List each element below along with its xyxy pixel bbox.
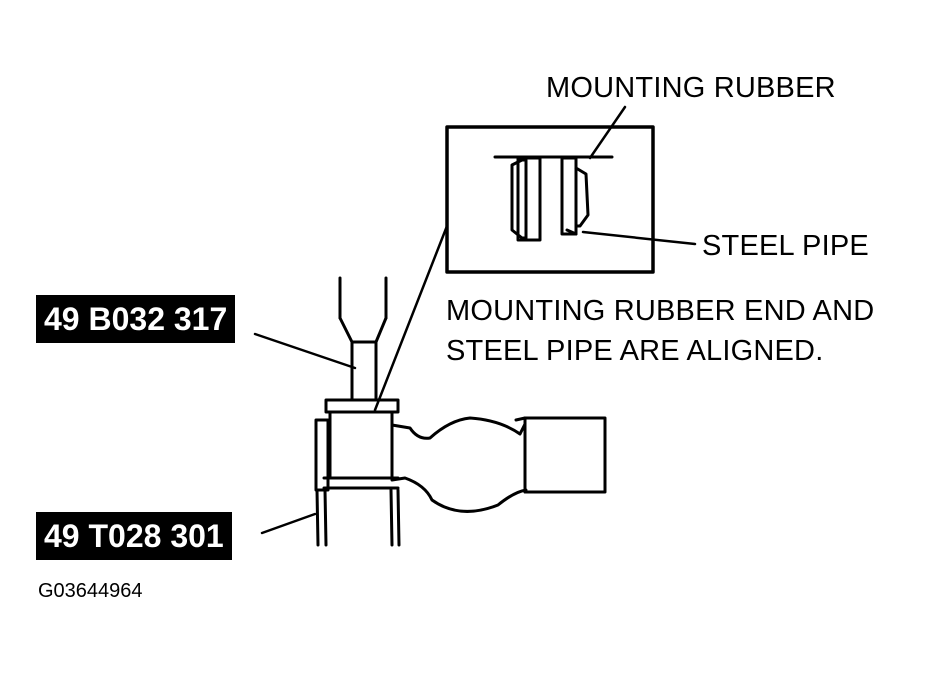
note-line-1: MOUNTING RUBBER END AND: [446, 295, 875, 327]
arm-lower-contour: [390, 476, 528, 513]
callout-mounting-rubber: MOUNTING RUBBER: [546, 72, 836, 104]
upper-tool-taper: [338, 316, 388, 402]
detail-inset-box: [445, 125, 655, 274]
tool-tag-upper: 49 B032 317: [36, 295, 236, 343]
tool-tag-lower: 49 T028 301: [36, 512, 232, 560]
lower-tool-left-leg: [314, 418, 330, 492]
arm-upper-contour: [390, 416, 527, 440]
leader-lower-tool: [260, 512, 317, 535]
figure-id: G03644964: [38, 580, 143, 602]
leader-steel-pipe: [581, 230, 697, 246]
leader-upper-tool: [253, 332, 357, 370]
detail-left-piece: [510, 158, 528, 240]
callout-steel-pipe: STEEL PIPE: [702, 230, 869, 262]
note-line-2: STEEL PIPE ARE ALIGNED.: [446, 335, 824, 367]
detail-right-piece: [560, 156, 578, 236]
leader-inset-to-part: [373, 224, 449, 412]
bushing: [523, 416, 607, 494]
leader-mounting-rubber: [588, 105, 627, 160]
